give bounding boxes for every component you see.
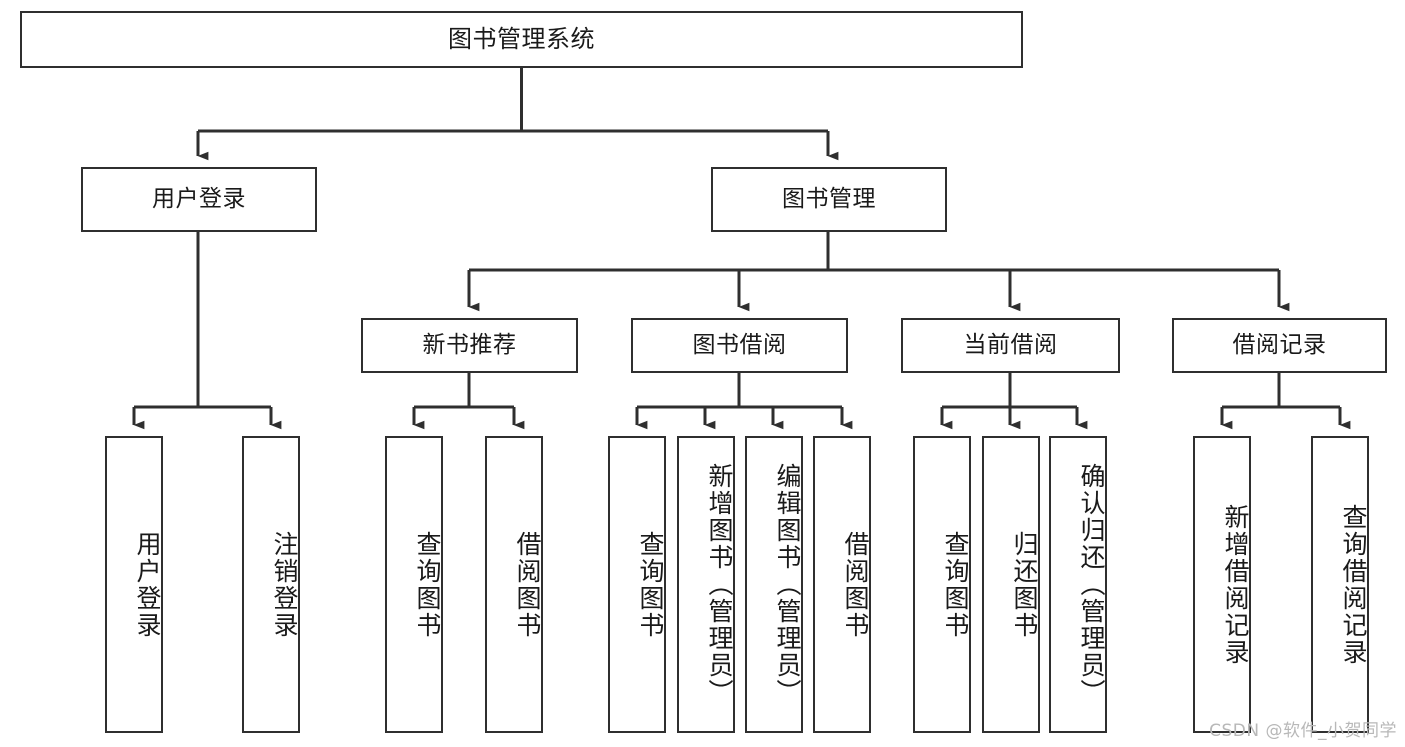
node-leaf-new-book-borrow[interactable]: 借阅图书 (485, 436, 543, 733)
node-leaf-logout-label: 注销登录 (270, 530, 299, 639)
node-leaf-new-book-query-label: 查询图书 (413, 530, 442, 639)
node-root-system-label: 图书管理系统 (448, 25, 595, 54)
node-leaf-return-book-label: 归还图书 (1010, 530, 1039, 639)
node-leaf-new-book-query[interactable]: 查询图书 (385, 436, 443, 733)
node-leaf-add-book-label: 新增图书（管理员） (705, 463, 734, 706)
node-new-book-recommend[interactable]: 新书推荐 (361, 318, 578, 373)
node-current-borrow-label: 当前借阅 (963, 331, 1058, 358)
node-user-login[interactable]: 用户登录 (81, 167, 317, 232)
node-leaf-current-query[interactable]: 查询图书 (913, 436, 971, 733)
node-leaf-current-query-label: 查询图书 (941, 530, 970, 639)
node-new-book-recommend-label: 新书推荐 (422, 331, 517, 358)
node-current-borrow[interactable]: 当前借阅 (901, 318, 1120, 373)
node-leaf-borrow-query-label: 查询图书 (636, 530, 665, 639)
node-leaf-borrow-book[interactable]: 借阅图书 (813, 436, 871, 733)
node-leaf-add-book[interactable]: 新增图书（管理员） (677, 436, 735, 733)
node-borrow-record[interactable]: 借阅记录 (1172, 318, 1387, 373)
node-book-borrow[interactable]: 图书借阅 (631, 318, 848, 373)
node-leaf-user-login-label: 用户登录 (133, 530, 162, 639)
node-leaf-new-book-borrow-label: 借阅图书 (513, 530, 542, 639)
node-leaf-query-record[interactable]: 查询借阅记录 (1311, 436, 1369, 733)
csdn-watermark: CSDN @软件_小贺同学 (1209, 721, 1397, 741)
node-leaf-add-record-label: 新增借阅记录 (1221, 503, 1250, 666)
node-book-borrow-label: 图书借阅 (692, 331, 787, 358)
node-user-login-label: 用户登录 (152, 185, 246, 212)
node-leaf-confirm-return-label: 确认归还（管理员） (1077, 463, 1106, 706)
node-leaf-logout[interactable]: 注销登录 (242, 436, 300, 733)
node-leaf-edit-book-label: 编辑图书（管理员） (773, 463, 802, 706)
node-leaf-edit-book[interactable]: 编辑图书（管理员） (745, 436, 803, 733)
node-leaf-add-record[interactable]: 新增借阅记录 (1193, 436, 1251, 733)
node-root-system[interactable]: 图书管理系统 (20, 11, 1023, 68)
node-book-manage[interactable]: 图书管理 (711, 167, 947, 232)
node-book-manage-label: 图书管理 (782, 185, 876, 212)
node-leaf-query-record-label: 查询借阅记录 (1339, 503, 1368, 666)
node-leaf-borrow-book-label: 借阅图书 (841, 530, 870, 639)
node-leaf-user-login[interactable]: 用户登录 (105, 436, 163, 733)
node-leaf-confirm-return[interactable]: 确认归还（管理员） (1049, 436, 1107, 733)
node-borrow-record-label: 借阅记录 (1232, 331, 1327, 358)
node-leaf-borrow-query[interactable]: 查询图书 (608, 436, 666, 733)
node-leaf-return-book[interactable]: 归还图书 (982, 436, 1040, 733)
